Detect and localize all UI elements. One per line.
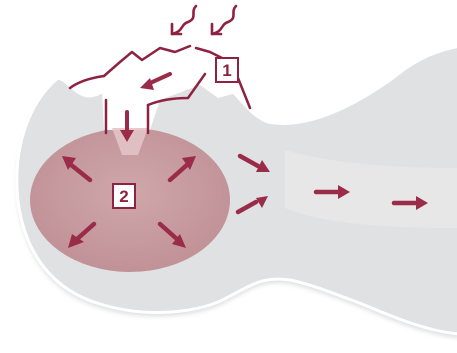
step-label-1: 1 (215, 57, 239, 83)
step-label-2-text: 2 (119, 187, 128, 206)
inflow-channel (102, 52, 240, 130)
funnel-arrows (120, 72, 172, 142)
radial-arrows (62, 156, 196, 248)
incoming-arrows (170, 4, 238, 36)
outflow-arrows (235, 153, 428, 215)
step-label-1-text: 1 (222, 61, 231, 80)
inflow-lines (68, 44, 252, 135)
step-label-2: 2 (112, 183, 136, 209)
